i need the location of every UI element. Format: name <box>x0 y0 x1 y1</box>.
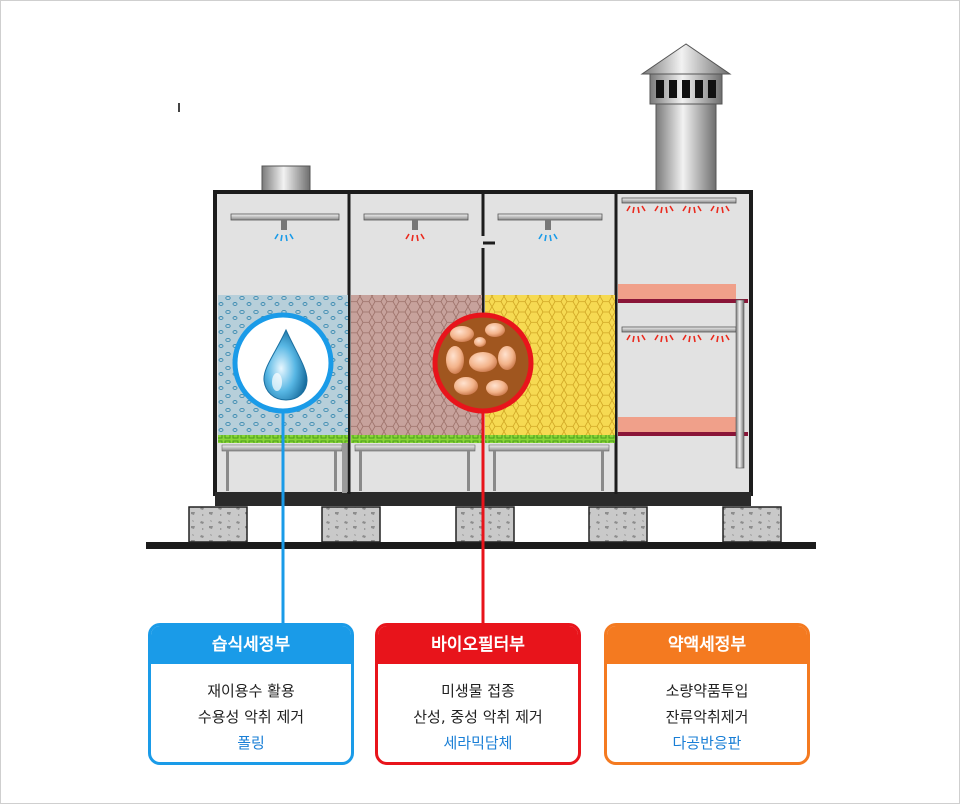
support-grid-3 <box>485 435 615 443</box>
inlet-duct <box>261 165 311 194</box>
card-title: 약액세정부 <box>607 626 807 664</box>
card-line: 소량약품투입 <box>665 682 749 700</box>
chemical-scrubber-card: 약액세정부 소량약품투입 잔류악취제거 다공반응판 <box>604 623 810 765</box>
wet-scrubber-card: 습식세정부 재이용수 활용 수용성 악취 제거 폴링 <box>148 623 354 765</box>
card-line: 수용성 악취 제거 <box>197 708 305 726</box>
perforated-reaction-plates <box>618 284 748 469</box>
tick-mark <box>178 103 180 112</box>
card-line: 미생물 접종 <box>441 682 515 700</box>
support-grid-2 <box>351 435 482 443</box>
card-media-line: 폴링 <box>237 734 265 752</box>
card-media-line: 세라믹담체 <box>443 734 513 752</box>
card-line: 잔류악취제거 <box>665 708 749 726</box>
exhaust-stack-icon <box>640 43 732 194</box>
card-title: 바이오필터부 <box>378 626 578 664</box>
card-line: 산성, 중성 악취 제거 <box>413 708 543 726</box>
concrete-footings <box>188 506 782 543</box>
card-line: 재이용수 활용 <box>207 682 295 700</box>
card-title: 습식세정부 <box>151 626 351 664</box>
biofilter-card: 바이오필터부 미생물 접종 산성, 중성 악취 제거 세라믹담체 <box>375 623 581 765</box>
ground-line <box>146 542 816 549</box>
water-drop-icon <box>232 312 334 414</box>
microbe-icon <box>432 312 534 414</box>
card-media-line: 다공반응판 <box>672 734 742 752</box>
chem-spray-header <box>621 197 737 214</box>
spray-nozzle-icon <box>230 213 603 242</box>
